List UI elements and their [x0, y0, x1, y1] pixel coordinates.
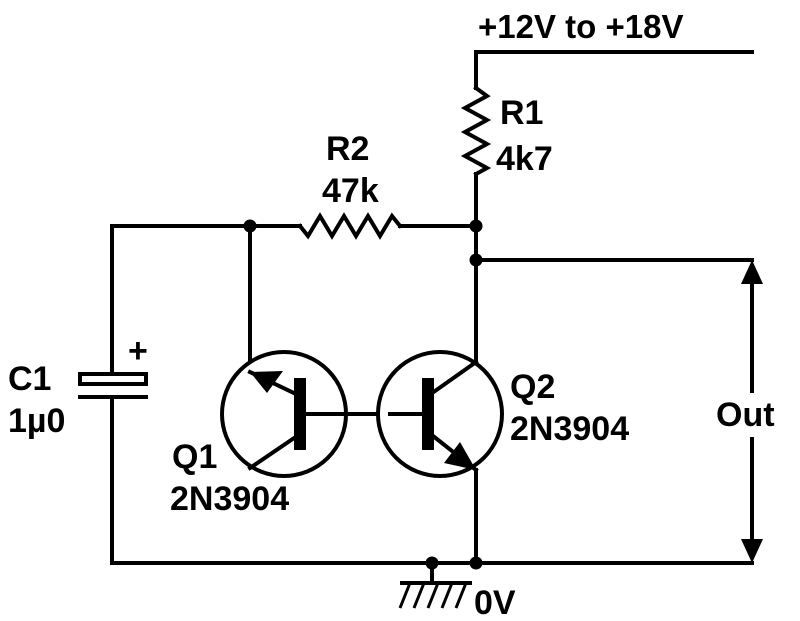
top-node-wire	[110, 219, 483, 233]
capacitor-c1: + C1 1µ0	[8, 224, 148, 565]
r2-ref-label: R2	[326, 130, 369, 168]
r2-value-label: 47k	[322, 172, 379, 210]
ground-label: 0V	[474, 584, 516, 621]
r1-ref-label: R1	[500, 94, 543, 132]
q1-ref-label: Q1	[172, 438, 217, 476]
transistor-q2: Q2 2N3904	[376, 350, 629, 478]
q2-part-label: 2N3904	[510, 410, 629, 448]
c1-ref-label: C1	[8, 360, 51, 398]
resistor-r2: R2 47k	[297, 130, 403, 240]
output-node	[469, 224, 754, 570]
c1-polarity-label: +	[128, 332, 148, 370]
junction-dot	[469, 253, 483, 267]
output-label: Out	[716, 396, 775, 434]
q1-part-label: 2N3904	[170, 480, 289, 518]
q2-ref-label: Q2	[510, 368, 555, 406]
output-arrow-icon: Out	[712, 260, 792, 563]
supply-rail: +12V to +18V	[474, 8, 754, 90]
resistor-r1: R1 4k7	[460, 85, 553, 228]
supply-label: +12V to +18V	[478, 8, 683, 45]
c1-value-label: 1µ0	[8, 402, 65, 440]
r1-value-label: 4k7	[496, 140, 553, 178]
ground-symbol-icon: 0V	[398, 561, 516, 621]
transistor-q1: Q1 2N3904	[170, 224, 430, 518]
